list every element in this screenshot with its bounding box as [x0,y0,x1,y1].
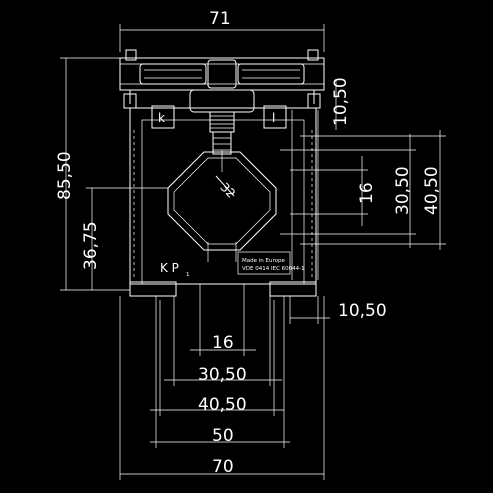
svg-text:10,50: 10,50 [338,301,387,321]
rating-plate [237,251,291,275]
dim-right-10-50: 10,50 [331,77,351,130]
svg-text:30,50: 30,50 [198,365,247,385]
svg-text:k: k [158,111,165,125]
dim-top-71: 71 [119,9,325,52]
dim-bottom-30-50: 30,50 [164,296,282,386]
dim-right-30-50: 30,50 [280,134,416,248]
window-size-label: 32 [218,180,239,201]
svg-text:16: 16 [212,333,234,353]
mounting-feet [129,281,317,297]
terminal-kp-sub: 1 [186,272,190,278]
dim-bottom-70: 70 [119,296,325,480]
terminal-kp-label: K P [160,261,179,275]
dim-left-36-75: 36,75 [81,187,168,290]
dim-bottom-50: 50 [150,296,290,448]
primary-window: 32 [167,150,277,262]
svg-text:85,50: 85,50 [55,151,75,200]
dim-right-16: 16 [290,156,377,226]
top-busbar-assembly [119,49,325,109]
terminal-l-box: l [263,105,287,129]
svg-text:71: 71 [209,9,231,29]
svg-text:10,50: 10,50 [331,77,351,126]
svg-text:16: 16 [357,182,377,204]
transformer-housing [129,107,319,285]
dim-bottom-10-50: 10,50 [289,296,387,324]
terminal-screw-assembly [189,89,255,155]
dim-right-40-50: 40,50 [300,130,446,250]
plate-line-2: VDE 0414 IEC 60044-1 [242,266,305,272]
svg-text:40,50: 40,50 [198,395,247,415]
svg-text:40,50: 40,50 [422,166,442,215]
plate-line-1: Made in Europe [242,258,285,264]
svg-text:70: 70 [212,457,234,477]
dim-left-85-50: 85,50 [55,57,130,291]
terminal-k-box: k [151,105,175,129]
dim-bottom-16: 16 [190,296,256,356]
svg-text:30,50: 30,50 [393,166,413,215]
dim-bottom-40-50: 40,50 [150,300,284,416]
svg-text:36,75: 36,75 [81,221,101,270]
svg-text:50: 50 [212,426,234,446]
svg-text:l: l [272,111,275,125]
